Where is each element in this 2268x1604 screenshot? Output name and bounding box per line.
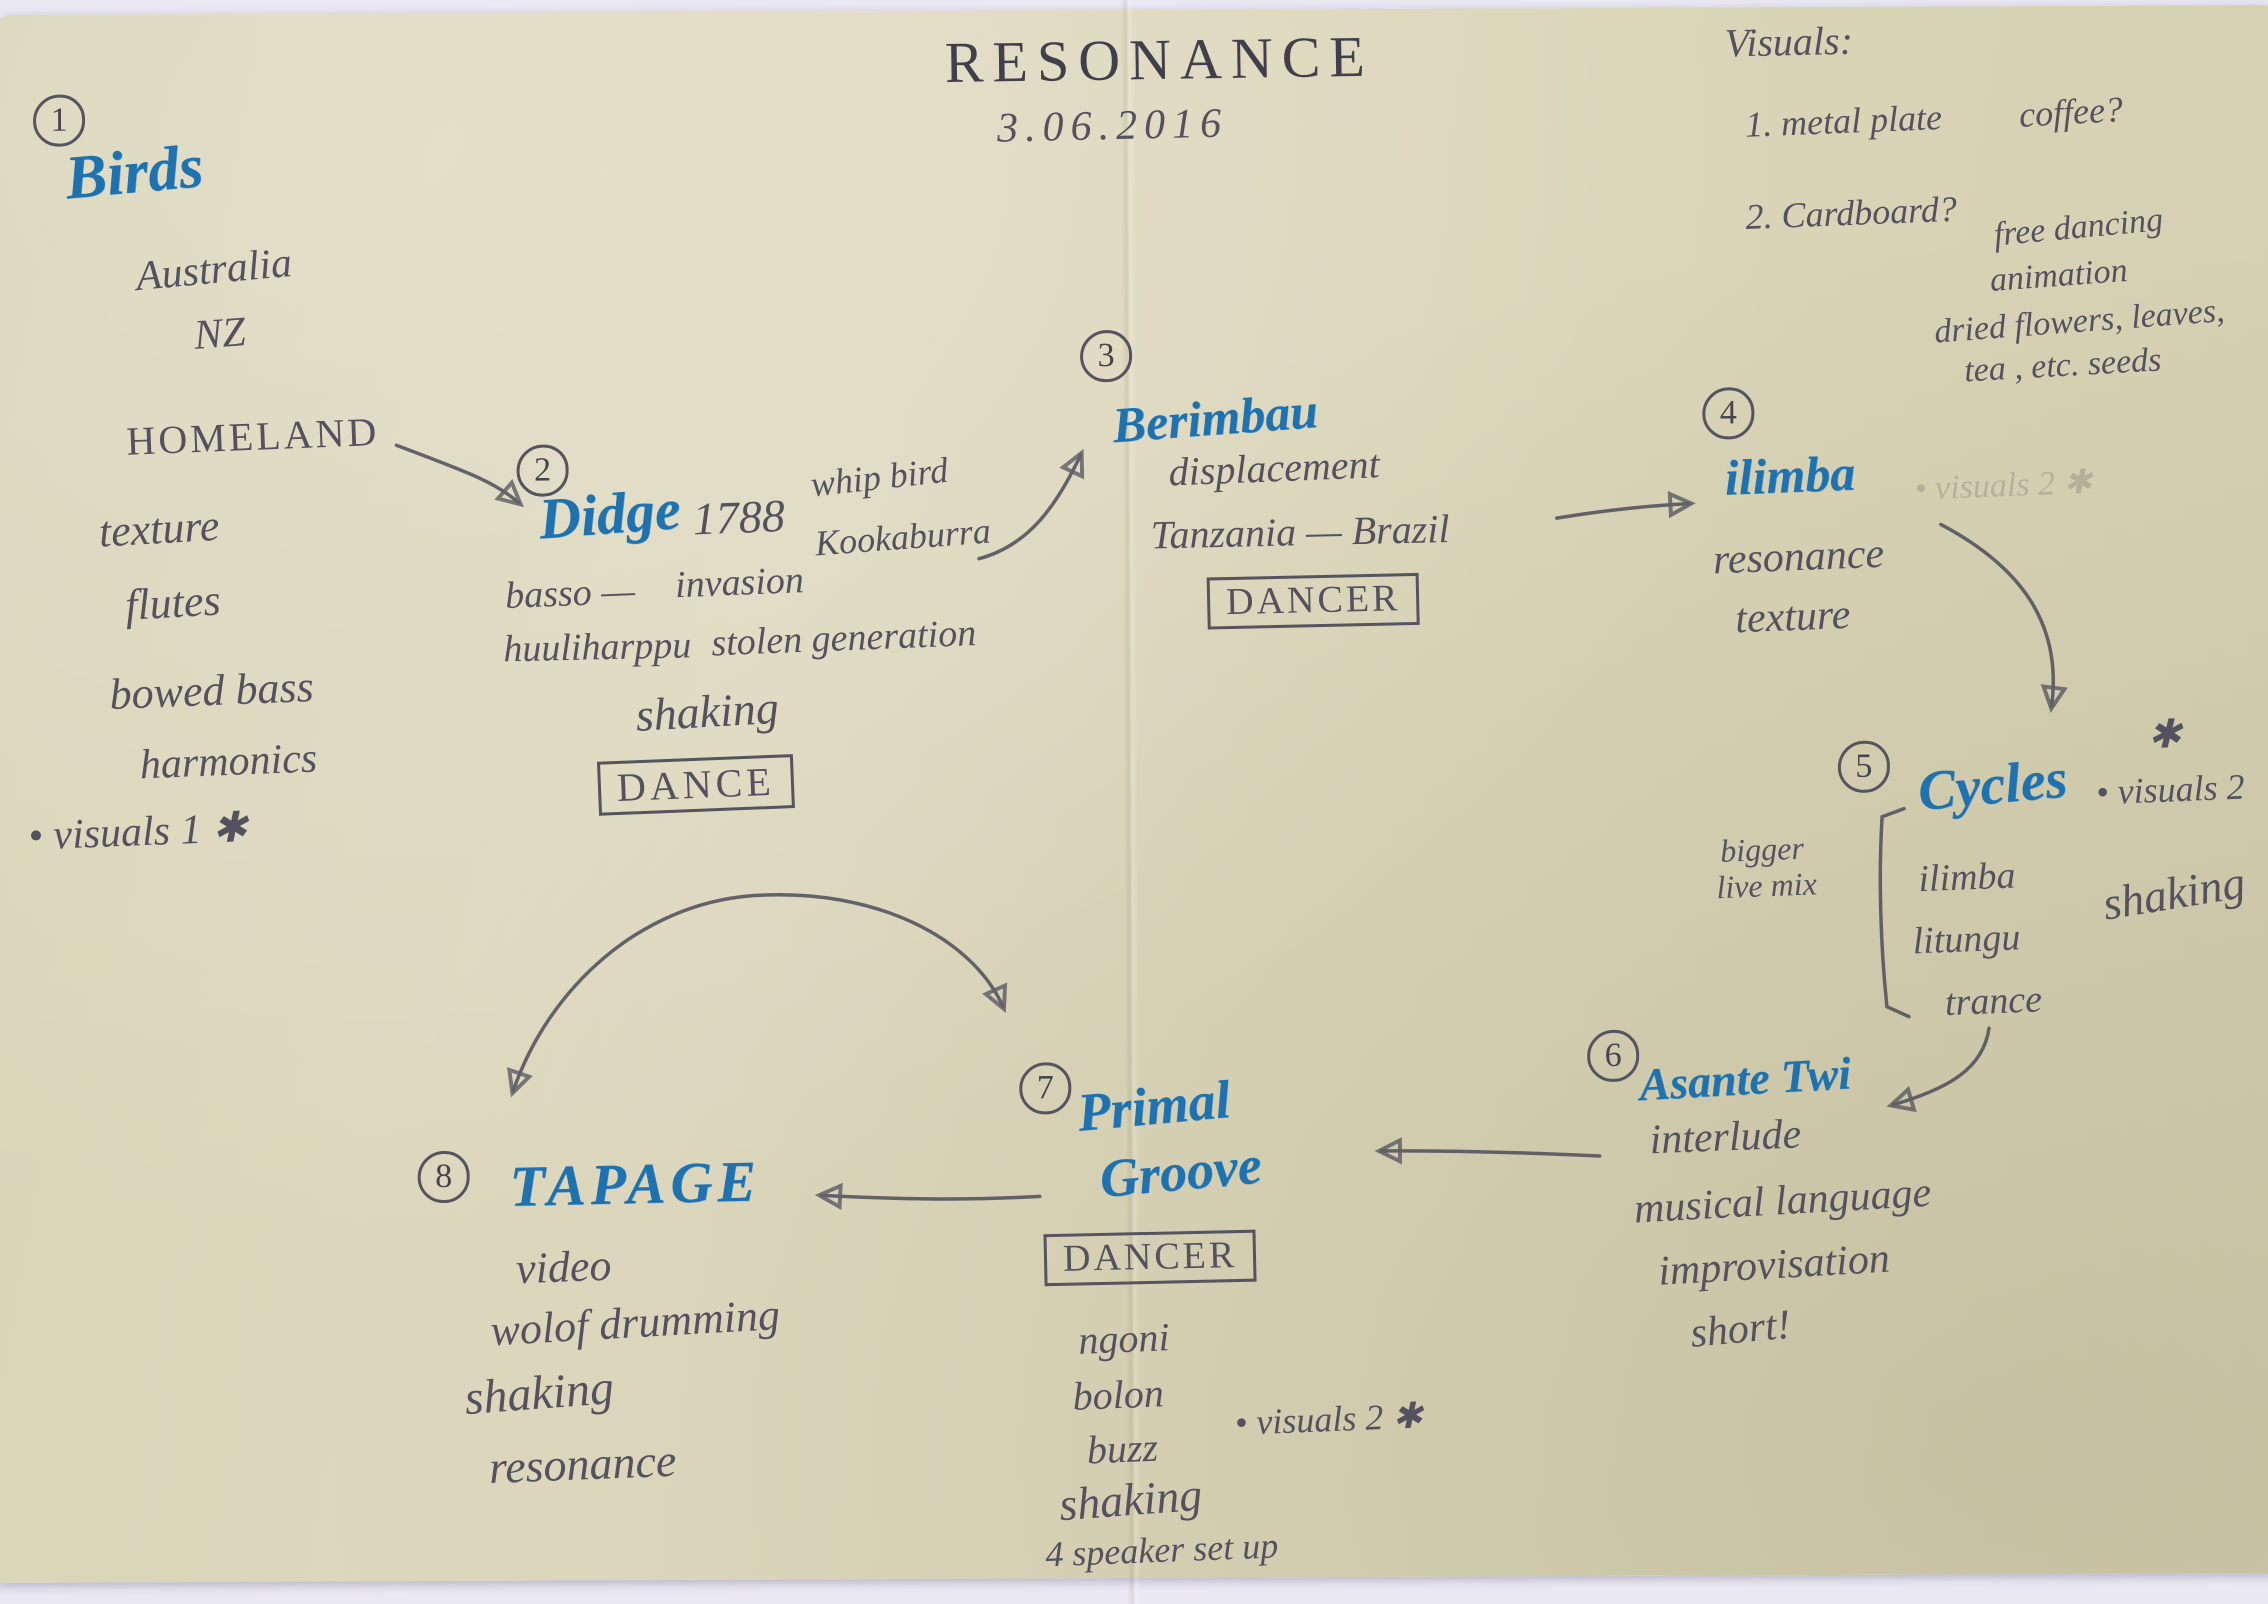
arrow-didge-to-berimbau xyxy=(977,448,1085,561)
node-5-star: ✱ xyxy=(2147,711,2182,757)
node-7-visuals-note: • visuals 2 ✱ xyxy=(1233,1395,1424,1443)
node-5-right-note: shaking xyxy=(2099,856,2249,930)
node-7-title-line-2: Groove xyxy=(1097,1134,1264,1210)
node-4-note-2: texture xyxy=(1734,591,1852,643)
node-3-dancer-box: DANCER xyxy=(1206,572,1420,630)
node-3-title: Berimbau xyxy=(1110,382,1320,454)
node-2-year: 1788 xyxy=(691,489,786,545)
node-1-note-7: harmonics xyxy=(139,735,319,789)
node-5-title: Cycles xyxy=(1915,747,2070,823)
node-3-number: 3 xyxy=(1079,330,1133,383)
visuals-item-2-note-2: animation xyxy=(1988,251,2129,300)
node-5-mix-note-1: bigger xyxy=(1719,829,1805,869)
visuals-item-2-note-3: dried flowers, leaves, xyxy=(1932,292,2226,351)
node-7-note-3: buzz xyxy=(1085,1424,1159,1473)
arrow-ilimba-to-cycles xyxy=(1939,522,2068,713)
node-7-dancer-box: DANCER xyxy=(1043,1229,1257,1287)
node-2-note-3: basso — xyxy=(504,569,636,617)
node-2-note-6: stolen generation xyxy=(710,612,977,665)
node-2-note-5: huuliharppu xyxy=(502,624,692,671)
arrow-homeland-to-didge xyxy=(394,443,525,508)
node-1-note-5: flutes xyxy=(123,575,222,630)
bracket-cycles xyxy=(1878,806,1911,1019)
visuals-item-1: 1. metal plate xyxy=(1744,97,1943,145)
node-8-title: TAPAGE xyxy=(508,1148,762,1219)
visuals-heading: Visuals: xyxy=(1724,17,1854,66)
node-6-number: 6 xyxy=(1587,1029,1640,1083)
node-6-note-1: interlude xyxy=(1648,1111,1802,1164)
node-4-number: 4 xyxy=(1702,387,1755,440)
node-1-note-4: texture xyxy=(97,500,221,557)
node-5-note-2: litungu xyxy=(1911,916,2022,963)
node-5-note-3: trance xyxy=(1944,978,2043,1025)
visuals-item-1-note: coffee? xyxy=(2017,88,2124,135)
node-2-note-4: invasion xyxy=(674,559,805,607)
node-1-visuals-note: • visuals 1 ✱ xyxy=(27,805,249,860)
arrow-big-arc xyxy=(506,893,1008,1098)
node-1-title: Birds xyxy=(62,132,206,213)
node-2-note-2: Kookaburra xyxy=(813,510,993,564)
node-1-note-6: bowed bass xyxy=(108,662,315,720)
node-4-note-1: resonance xyxy=(1712,530,1885,584)
node-5-note-1: ilimba xyxy=(1917,854,2017,901)
date: 3.06.2016 xyxy=(996,100,1229,152)
arrow-primalgroove-to-tapage xyxy=(814,1182,1042,1211)
node-2-title: Didge xyxy=(536,476,683,552)
node-2-dance-box: DANCE xyxy=(596,754,795,816)
title: RESONANCE xyxy=(944,23,1375,96)
node-3-note-1: displacement xyxy=(1167,441,1381,495)
node-1-number: 1 xyxy=(32,94,86,147)
node-1-note-1: Australia xyxy=(133,239,294,301)
node-6-note-3: improvisation xyxy=(1656,1235,1891,1295)
paper-fold-line xyxy=(1120,0,1142,1604)
node-7-note-2: bolon xyxy=(1071,1370,1165,1419)
arrow-cycles-to-asantetwi xyxy=(1886,1026,1991,1113)
visuals-item-2-note-4: tea , etc. seeds xyxy=(1963,341,2163,390)
node-5-number: 5 xyxy=(1837,740,1891,793)
node-8-note-2: wolof drumming xyxy=(489,1290,782,1356)
node-4-title: ilimba xyxy=(1723,444,1857,506)
node-6-note-2: musical language xyxy=(1632,1169,1933,1233)
node-7-note-setup: 4 speaker set up xyxy=(1044,1525,1279,1575)
node-8-number: 8 xyxy=(417,1150,470,1204)
node-7-number: 7 xyxy=(1019,1062,1072,1115)
node-2-note-1: whip bird xyxy=(808,449,950,505)
node-1-note-2: NZ xyxy=(192,309,247,359)
node-7-title-line-1: Primal xyxy=(1074,1069,1233,1143)
node-6-title: Asante Twi xyxy=(1637,1047,1853,1111)
node-8-note-1: video xyxy=(515,1240,613,1294)
visuals-item-2: 2. Cardboard? xyxy=(1744,188,1958,237)
arrow-asantetwi-to-primalgroove xyxy=(1374,1137,1602,1165)
node-3-note-2: Tanzania — Brazil xyxy=(1150,506,1450,558)
node-8-note-3: shaking xyxy=(462,1361,616,1426)
node-4-faint-visuals-note: • visuals 2 ✱ xyxy=(1913,463,2093,508)
node-2-note-7: shaking xyxy=(634,681,781,741)
node-7-note-shaking: shaking xyxy=(1057,1468,1204,1531)
node-1-note-3: HOMELAND xyxy=(125,408,381,464)
node-8-note-4: resonance xyxy=(487,1434,678,1494)
visuals-item-2-note-1: free dancing xyxy=(1992,201,2165,254)
arrow-berimbau-to-ilimba xyxy=(1555,490,1696,520)
node-5-visuals-note: • visuals 2 xyxy=(2095,766,2246,813)
node-5-mix-note-2: live mix xyxy=(1715,865,1818,906)
node-6-note-4: short! xyxy=(1688,1301,1793,1357)
node-7-note-1: ngoni xyxy=(1077,1314,1171,1363)
